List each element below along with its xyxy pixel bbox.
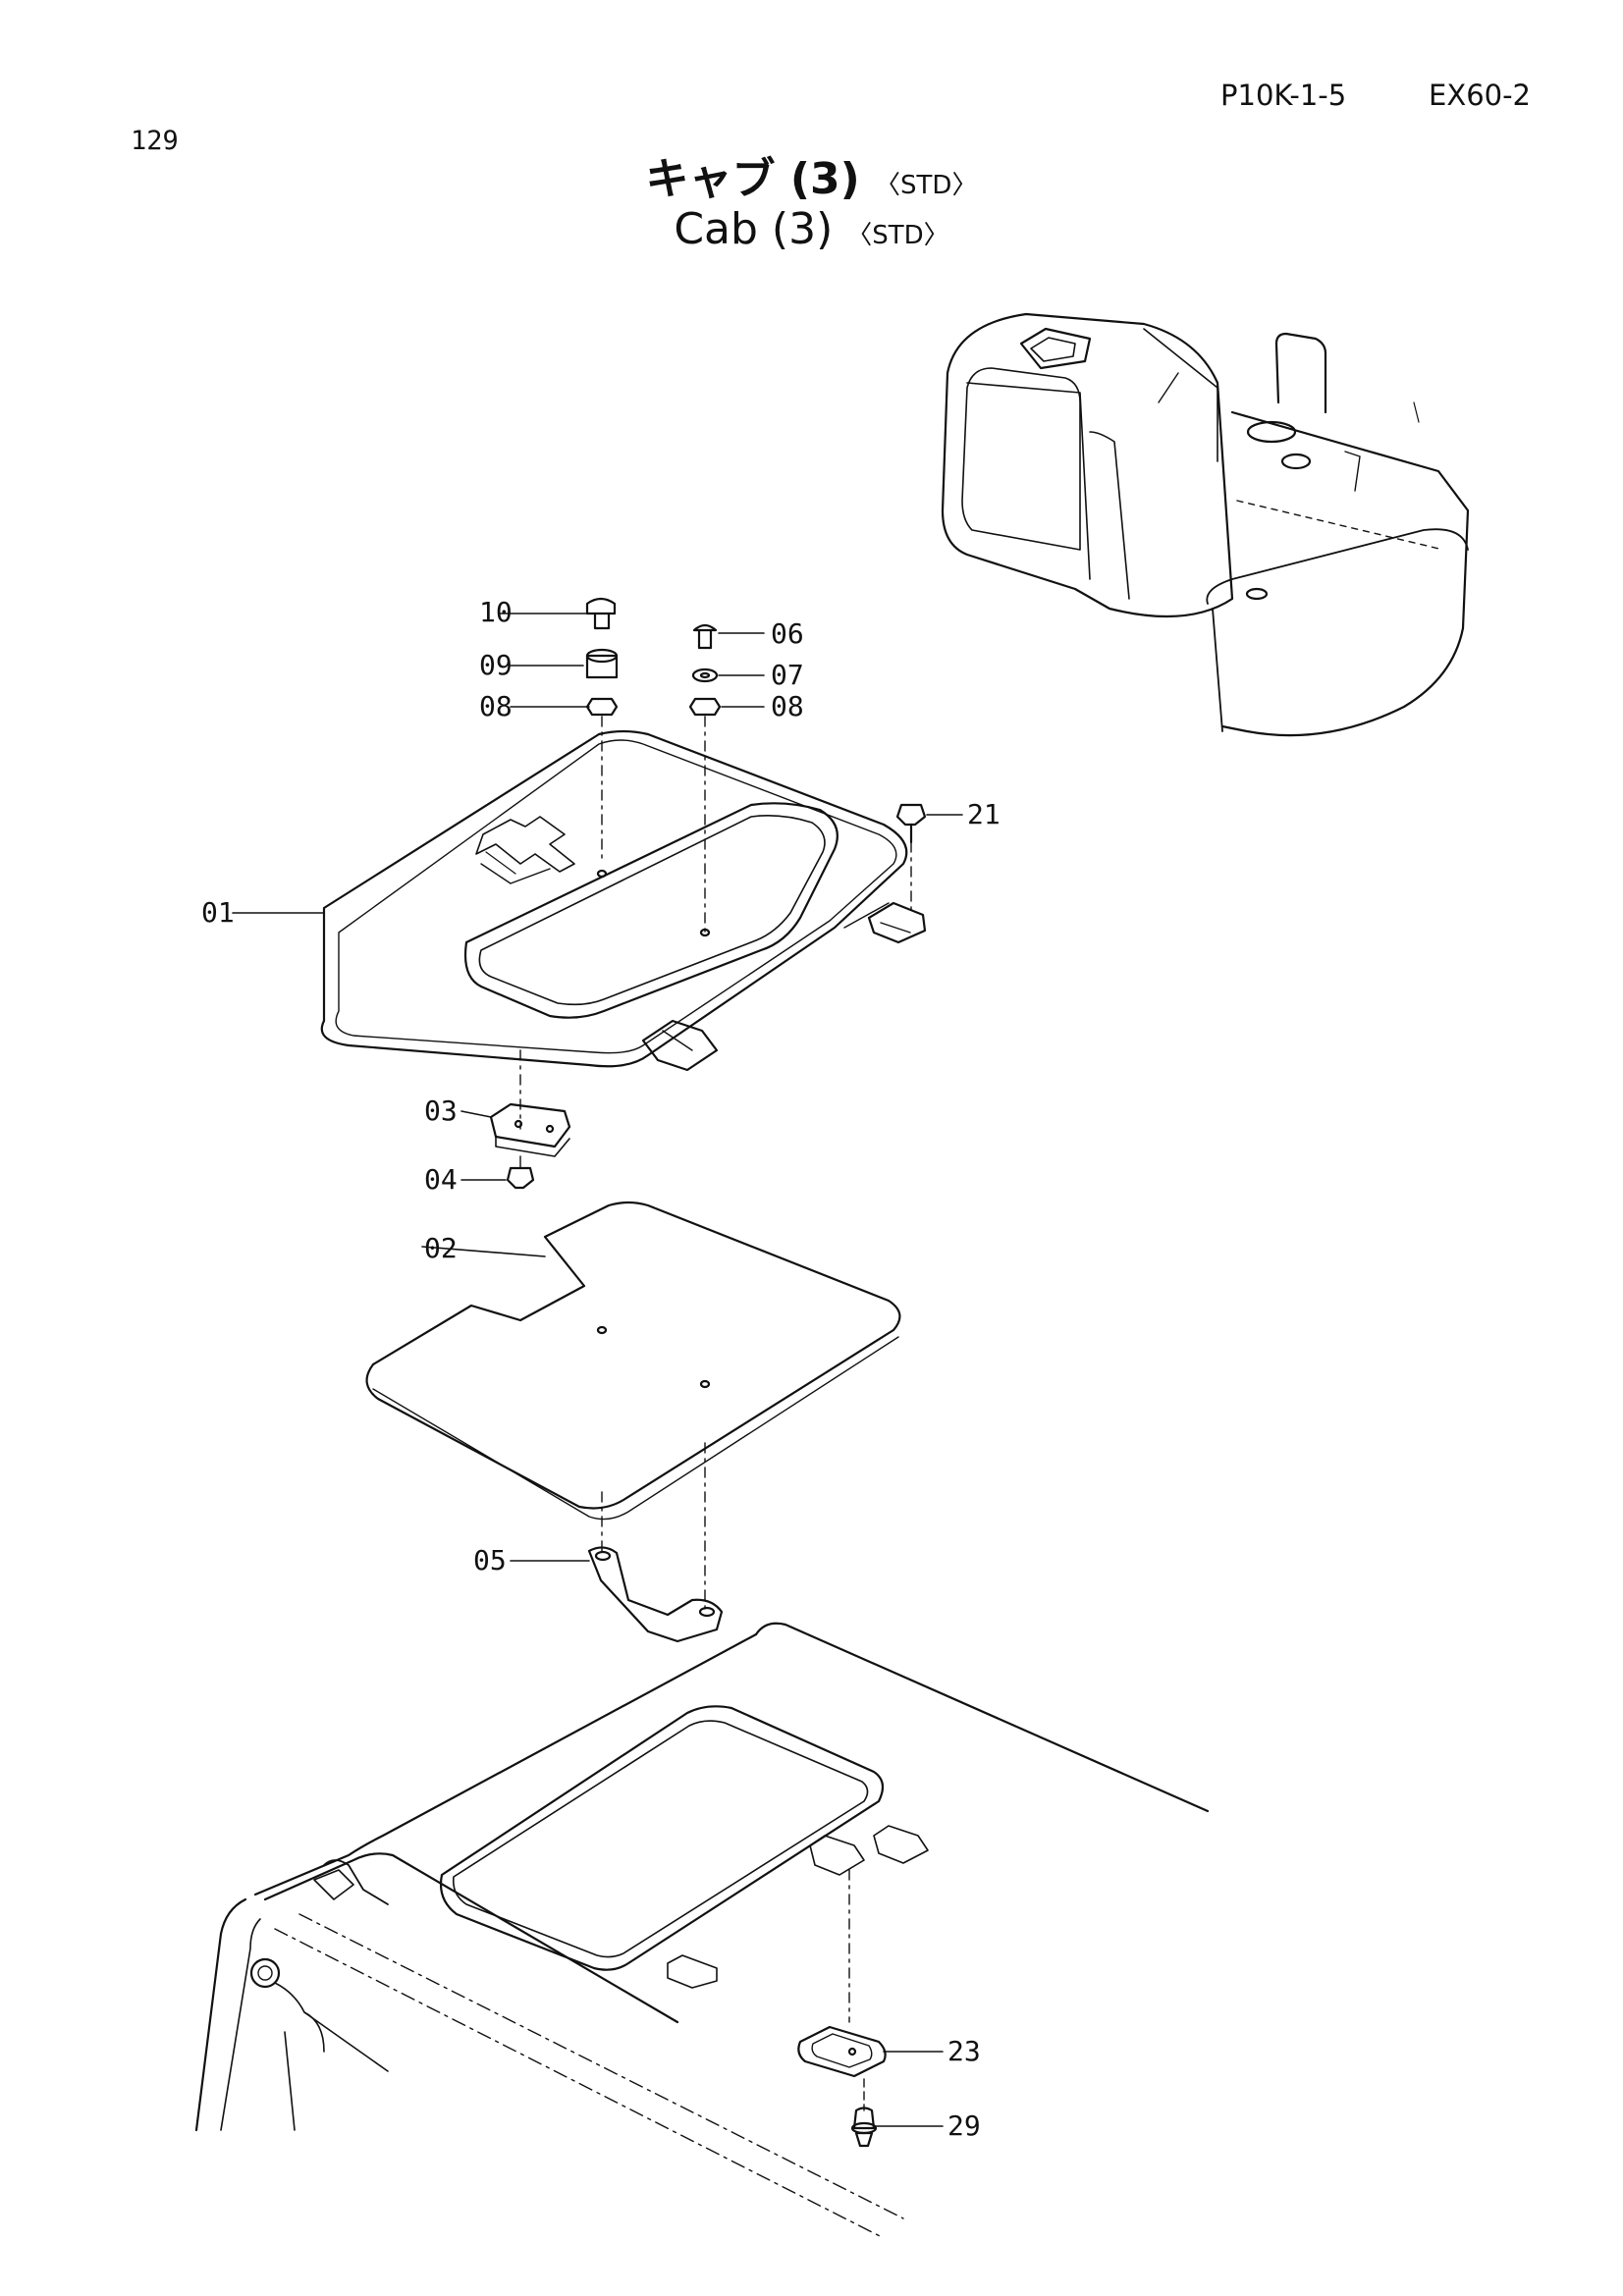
callout-03: 03	[424, 1095, 458, 1127]
callout-23: 23	[947, 2035, 981, 2067]
title-english-text: Cab (3)	[674, 204, 834, 254]
callout-05: 05	[473, 1544, 507, 1576]
callout-06: 06	[771, 617, 804, 650]
title-variant-ja: 〈STD〉	[875, 171, 978, 200]
bolt-21	[895, 803, 963, 914]
pad-23	[797, 2025, 944, 2148]
callout-01: 01	[201, 896, 235, 929]
callout-29: 29	[947, 2109, 981, 2142]
callout-02: 02	[424, 1232, 458, 1264]
machine-overview	[941, 312, 1470, 737]
callout-08-right: 08	[771, 690, 804, 722]
callout-07: 07	[771, 659, 804, 691]
callout-10: 10	[479, 596, 513, 628]
callout-04: 04	[424, 1163, 458, 1196]
cab-roof	[194, 1622, 1210, 2239]
handle-05	[510, 1546, 724, 1643]
title-japanese-text: キャブ (3)	[645, 154, 860, 204]
callout-09: 09	[479, 649, 513, 681]
page-number: 129	[131, 126, 179, 156]
catalog-code: P10K-1-5	[1220, 79, 1347, 112]
fastener-stack-right	[688, 623, 765, 934]
model-code: EX60-2	[1429, 79, 1532, 112]
fastener-stack-left	[500, 597, 619, 865]
title-english: Cab (3) 〈STD〉	[0, 204, 1623, 254]
roof-hatch-01	[232, 729, 927, 1072]
callout-21: 21	[967, 798, 1001, 830]
plate-03	[460, 1049, 571, 1190]
mat-02	[365, 1201, 901, 1611]
title-variant-en: 〈STD〉	[846, 221, 949, 250]
title-japanese: キャブ (3) 〈STD〉	[0, 143, 1623, 206]
callout-08-left: 08	[479, 690, 513, 722]
